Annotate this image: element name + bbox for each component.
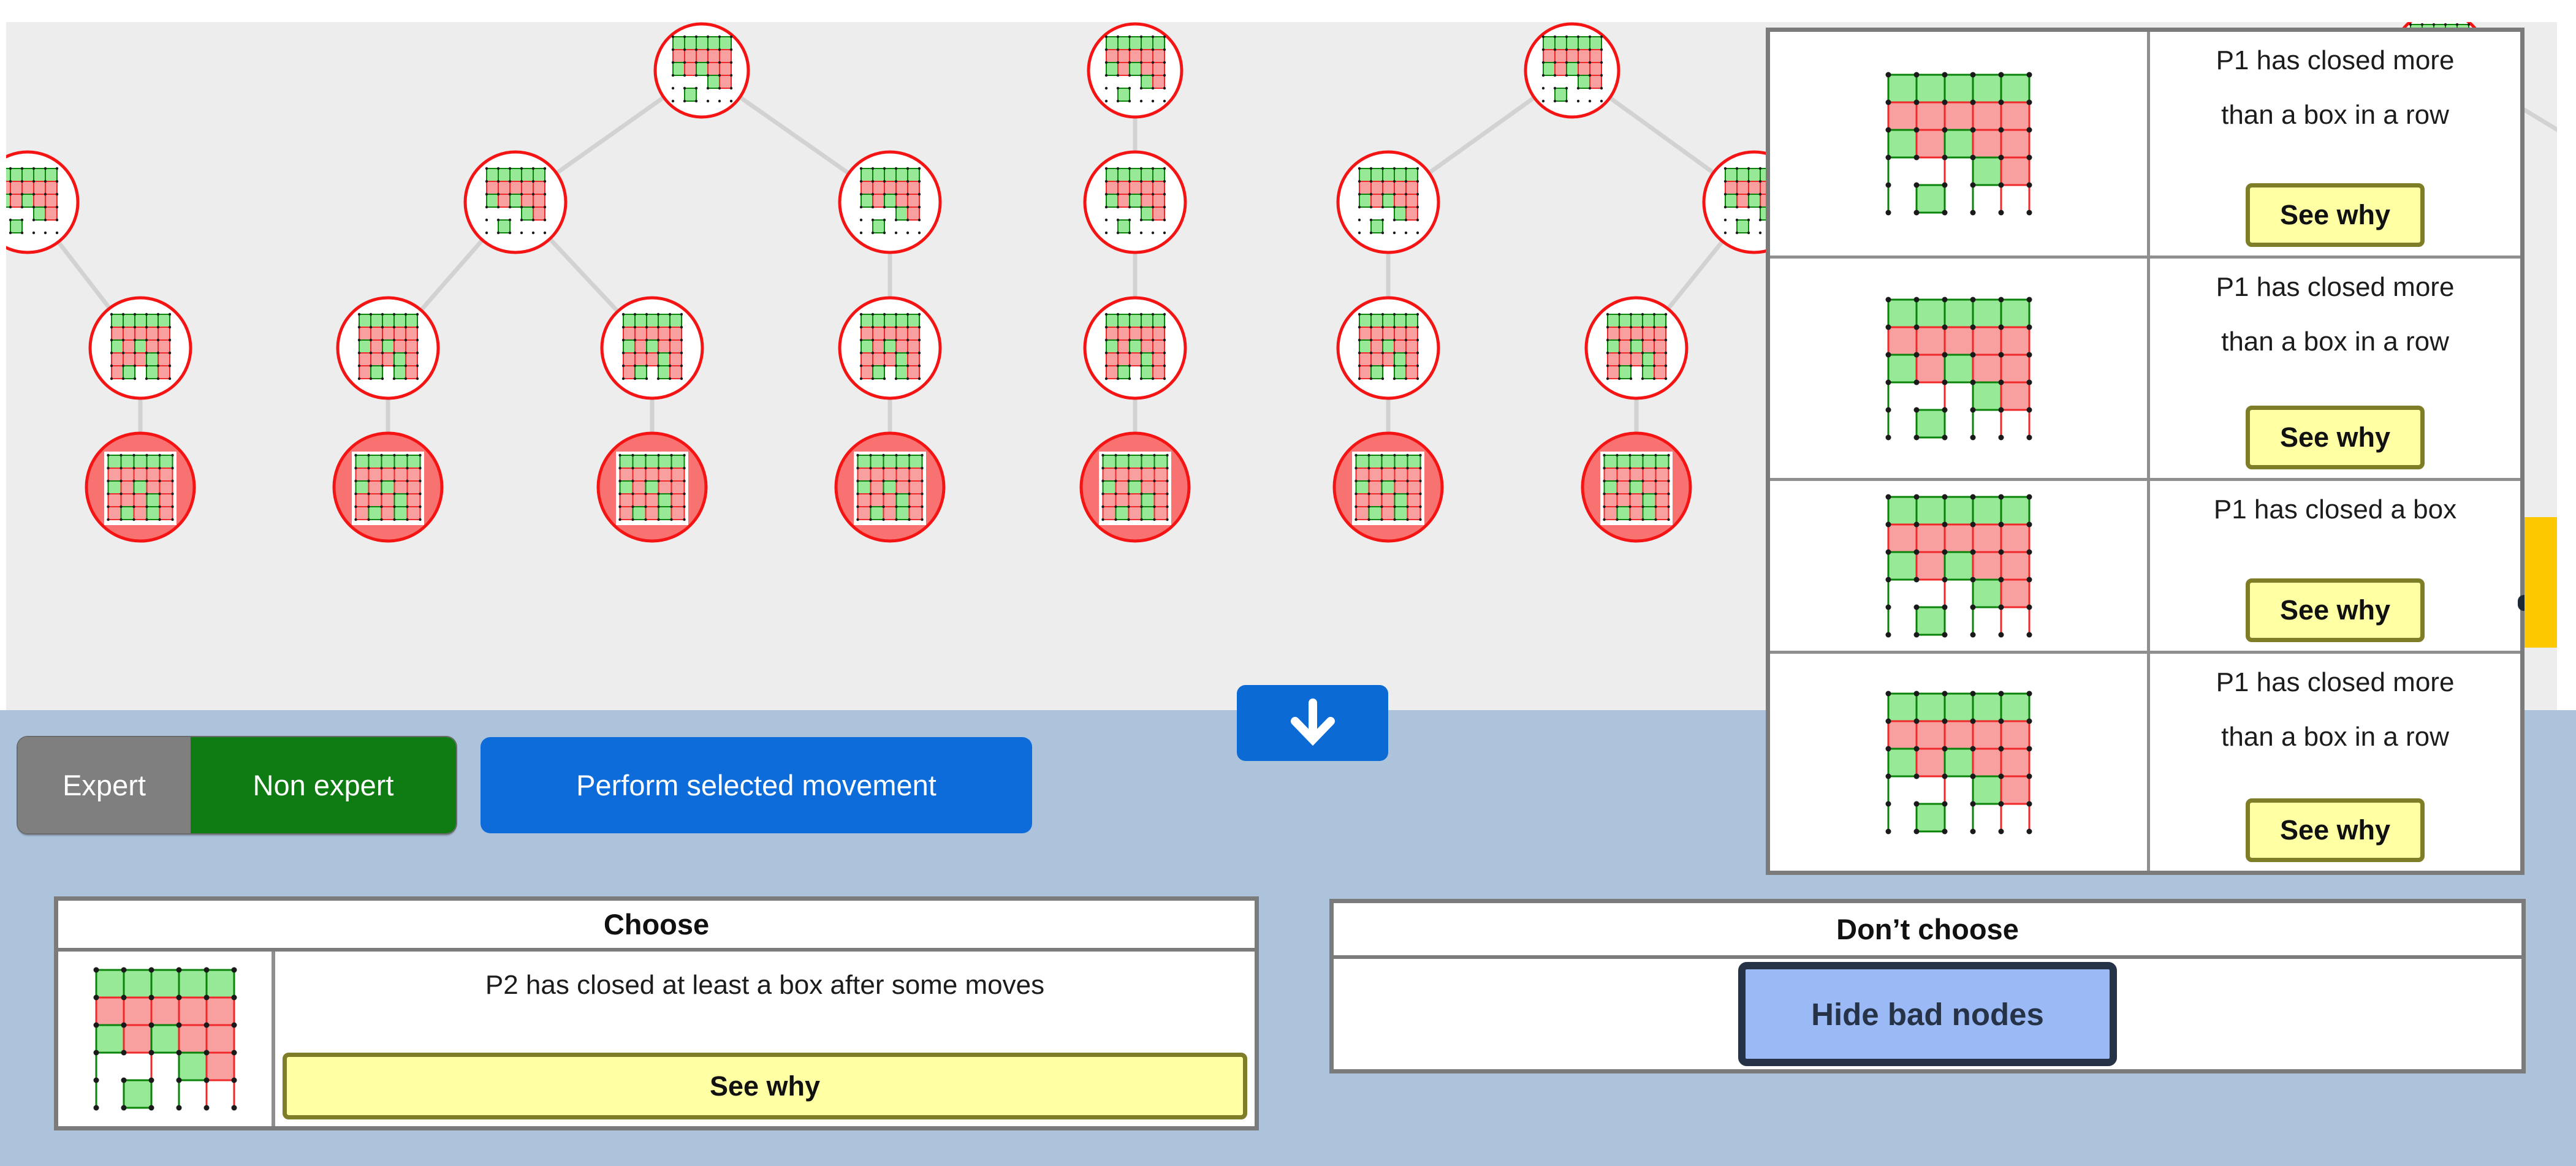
tree-node-bad-leaf[interactable] — [85, 431, 196, 543]
tree-node[interactable] — [1524, 22, 1620, 119]
tree-node-bad-leaf[interactable] — [1581, 431, 1692, 543]
tree-node[interactable] — [88, 296, 192, 400]
see-why-button[interactable]: See why — [2246, 798, 2425, 862]
explanation-row: P1 has closed more than a box in a row S… — [1770, 651, 2520, 871]
tree-node[interactable] — [1336, 296, 1440, 400]
clipped-yellow-widget[interactable] — [2525, 517, 2557, 648]
explanation-row: P1 has closed more than a box in a row S… — [1770, 256, 2520, 478]
choose-panel-title: Choose — [58, 901, 1255, 952]
tree-node[interactable] — [1584, 296, 1689, 400]
non-expert-button[interactable]: Non expert — [191, 737, 456, 833]
choose-panel: Choose P2 has closed at least a box afte… — [54, 896, 1259, 1130]
board-thumbnail — [1770, 259, 2150, 478]
dots-and-boxes-board — [93, 967, 237, 1111]
dots-and-boxes-board — [1885, 691, 2032, 834]
dont-choose-panel: Don’t choose Hide bad nodes — [1329, 899, 2526, 1073]
tree-node[interactable] — [1083, 296, 1187, 400]
board-thumbnail — [1770, 32, 2150, 256]
choose-text-cell: P2 has closed at least a box after some … — [275, 952, 1255, 1126]
tree-node[interactable] — [1336, 150, 1440, 254]
board-thumbnail — [58, 952, 275, 1126]
choose-explanation-text: P2 has closed at least a box after some … — [485, 970, 1045, 1000]
tree-node[interactable] — [838, 150, 942, 254]
explanation-text-cell: P1 has closed more than a box in a row S… — [2150, 32, 2520, 256]
explanations-panel: P1 has closed more than a box in a row S… — [1766, 28, 2525, 875]
dont-choose-panel-body: Hide bad nodes — [1334, 959, 2521, 1069]
explanation-line: P1 has closed more — [2216, 272, 2455, 302]
choose-panel-body: P2 has closed at least a box after some … — [58, 952, 1255, 1126]
dots-and-boxes-board — [1885, 297, 2032, 440]
explanation-line: P1 has closed a box — [2213, 494, 2457, 524]
hide-bad-nodes-button[interactable]: Hide bad nodes — [1738, 962, 2117, 1066]
explanation-line: P1 has closed more — [2216, 667, 2455, 697]
tree-node[interactable] — [463, 150, 568, 254]
tree-node[interactable] — [336, 296, 440, 400]
down-arrow-icon — [1290, 698, 1335, 746]
tree-node[interactable] — [653, 22, 750, 119]
see-why-button[interactable]: See why — [2246, 578, 2425, 642]
explanation-row: P1 has closed a box See why — [1770, 478, 2520, 651]
tree-node-bad-leaf[interactable] — [332, 431, 444, 543]
board-thumbnail — [1770, 654, 2150, 871]
perform-selected-movement-button[interactable]: Perform selected movement — [481, 737, 1032, 833]
dots-and-boxes-board — [1885, 72, 2032, 216]
explanation-line: than a box in a row — [2221, 100, 2449, 130]
explanation-line: P1 has closed more — [2216, 45, 2455, 75]
game-tree-svg — [6, 22, 2557, 543]
tree-node[interactable] — [1083, 150, 1187, 254]
mode-segmented-control: Expert Non expert — [18, 737, 456, 833]
tree-node-bad-leaf[interactable] — [1079, 431, 1191, 543]
board-thumbnail — [1770, 481, 2150, 651]
explanation-text-cell: P1 has closed more than a box in a row S… — [2150, 654, 2520, 871]
tree-node[interactable] — [600, 296, 704, 400]
tree-node-bad-leaf[interactable] — [1332, 431, 1444, 543]
see-why-button[interactable]: See why — [2246, 183, 2425, 247]
explanation-line: than a box in a row — [2221, 327, 2449, 357]
explanation-text-cell: P1 has closed a box See why — [2150, 481, 2520, 651]
tree-node[interactable] — [6, 150, 80, 254]
dont-choose-panel-title: Don’t choose — [1334, 903, 2521, 959]
scroll-down-button[interactable] — [1237, 685, 1388, 761]
tree-node-bad-leaf[interactable] — [834, 431, 946, 543]
explanation-row: P1 has closed more than a box in a row S… — [1770, 32, 2520, 256]
explanation-line: than a box in a row — [2221, 722, 2449, 752]
explanation-text-cell: P1 has closed more than a box in a row S… — [2150, 259, 2520, 478]
see-why-button[interactable]: See why — [2246, 406, 2425, 469]
tree-node-bad-leaf[interactable] — [596, 431, 708, 543]
expert-button[interactable]: Expert — [18, 737, 191, 833]
tree-node[interactable] — [838, 296, 942, 400]
tree-node[interactable] — [1087, 22, 1184, 119]
see-why-button[interactable]: See why — [283, 1053, 1247, 1119]
dots-and-boxes-board — [1885, 494, 2032, 638]
